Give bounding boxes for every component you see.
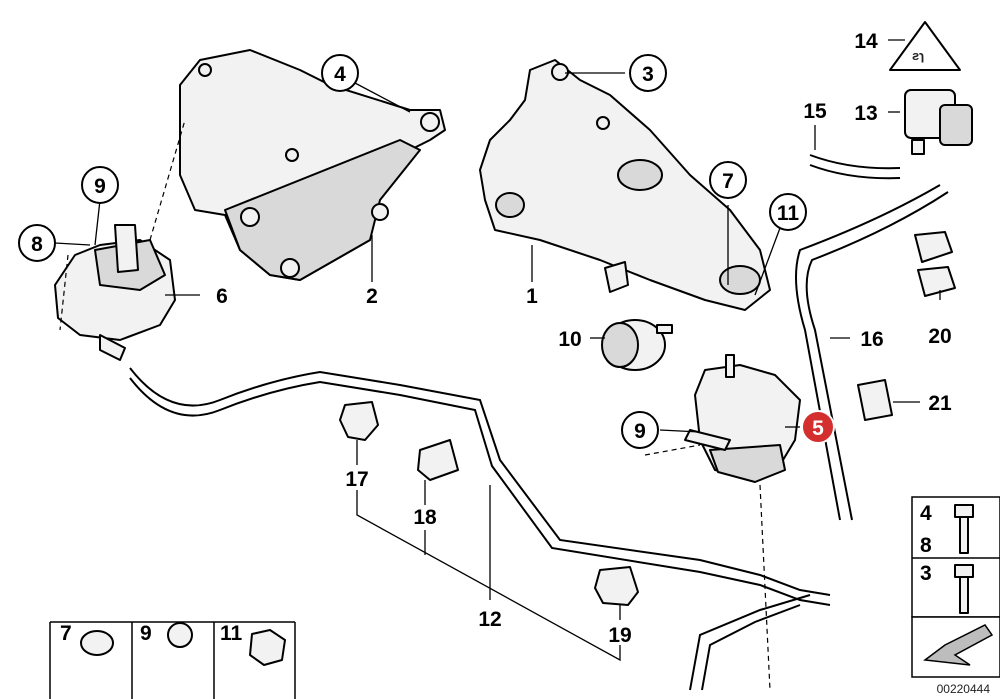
legend-label-11: 11 <box>220 622 243 645</box>
legend-hardware-right: 4 8 3 <box>911 496 1000 618</box>
svg-text:3: 3 <box>642 63 654 86</box>
reference-number: 00220444 <box>937 682 991 696</box>
label-18: 18 <box>413 506 437 529</box>
part-10-damper[interactable] <box>601 319 673 371</box>
part-1-support-arm[interactable] <box>479 59 771 311</box>
svg-text:ƨɿ: ƨɿ <box>912 48 924 63</box>
callout-8[interactable]: 8 <box>18 224 56 262</box>
legend-label-3: 3 <box>920 562 932 585</box>
svg-text:5: 5 <box>812 417 824 440</box>
part-2-engine-bracket[interactable] <box>179 49 446 281</box>
nut-icon <box>80 630 114 656</box>
bolt-head-icon <box>167 622 193 648</box>
part-12-vacuum-lines[interactable] <box>129 367 831 691</box>
dashed-reference-lines <box>59 119 771 691</box>
legend-label-4: 4 <box>920 502 932 525</box>
arrow-icon <box>923 624 994 666</box>
callout-5-highlighted[interactable]: 5 <box>801 410 835 444</box>
part-20-clip[interactable] <box>914 231 956 297</box>
callout-9-bottom[interactable]: 9 <box>621 411 659 449</box>
part-18-clip[interactable] <box>417 439 459 481</box>
label-2: 2 <box>366 285 378 308</box>
label-16: 16 <box>860 328 883 351</box>
svg-text:9: 9 <box>634 420 646 443</box>
direction-arrow-box <box>911 616 1000 678</box>
bolt-icon-2 <box>954 564 974 578</box>
part-6-left-engine-mount[interactable] <box>54 224 176 361</box>
part-19-clip[interactable] <box>594 566 639 606</box>
callout-11[interactable]: 11 <box>769 193 807 231</box>
callout-3[interactable]: 3 <box>629 54 667 92</box>
label-12: 12 <box>478 608 501 631</box>
callout-9-top[interactable]: 9 <box>81 166 119 204</box>
legend-label-8: 8 <box>920 534 932 557</box>
bolt-icon <box>954 504 974 518</box>
label-19: 19 <box>608 624 631 647</box>
svg-text:7: 7 <box>722 170 734 193</box>
label-1: 1 <box>526 285 538 308</box>
label-13: 13 <box>854 102 877 125</box>
callout-4[interactable]: 4 <box>321 54 359 92</box>
label-14: 14 <box>854 30 878 53</box>
legend-label-9: 9 <box>140 622 152 645</box>
label-6: 6 <box>216 285 228 308</box>
legend-label-7: 7 <box>60 622 72 645</box>
label-17: 17 <box>345 468 368 491</box>
legend-hardware-bottom: 7 9 11 <box>49 621 296 699</box>
part-15-short-hose[interactable] <box>809 154 901 180</box>
label-21: 21 <box>928 392 952 415</box>
svg-text:4: 4 <box>334 63 346 86</box>
label-20: 20 <box>928 325 951 348</box>
svg-text:8: 8 <box>31 233 43 256</box>
part-13-solenoid-valve[interactable] <box>904 89 973 155</box>
leader-lines <box>54 39 941 662</box>
part-5-right-engine-mount[interactable] <box>684 354 801 483</box>
part-21-clip[interactable] <box>857 379 893 421</box>
label-15: 15 <box>803 100 827 123</box>
part-16-long-hose[interactable] <box>795 184 949 521</box>
part-17-clip[interactable] <box>339 401 379 441</box>
hex-nut-icon <box>249 629 286 666</box>
part-14-warning-label[interactable]: ƨɿ <box>889 21 961 71</box>
callout-7[interactable]: 7 <box>709 161 747 199</box>
label-10: 10 <box>558 328 581 351</box>
svg-text:9: 9 <box>94 175 106 198</box>
svg-text:11: 11 <box>777 202 800 225</box>
